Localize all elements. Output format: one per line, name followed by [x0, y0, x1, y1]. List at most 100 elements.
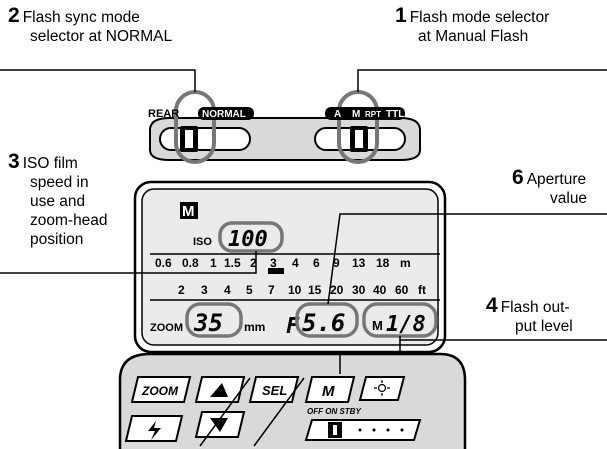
- leader-2: [0, 69, 196, 92]
- callout-1-number: 1: [395, 4, 407, 27]
- meter-scale: 0.6 0.8 1 1.5 2 3 4 6 9 13 18 m: [155, 256, 411, 270]
- m-scale-5: 3: [270, 256, 277, 270]
- callout-1-line-1: Flash mode selector: [409, 9, 550, 26]
- callout-4-line-1: Flash out-: [500, 299, 570, 316]
- m-scale-10: 18: [376, 256, 390, 270]
- iso-highlight-ring: [218, 221, 284, 253]
- zoom-unit: mm: [244, 320, 265, 334]
- callout-2-line-2: selector at NORMAL: [30, 28, 173, 45]
- power-switch-labels: OFF ON STBY: [307, 407, 361, 416]
- ft-scale-5: 10: [288, 283, 302, 297]
- leader-3: [0, 251, 257, 274]
- leader-4-button: [339, 340, 401, 374]
- callout-6-line-2: value: [550, 190, 588, 207]
- callout-4-line-2: put level: [515, 318, 573, 335]
- callout-1-line-2: at Manual Flash: [418, 28, 529, 45]
- lcd-panel: M ISO 100 0.6 0.8 1 1.5 2 3 4 6 9 13 18 …: [133, 180, 447, 354]
- zoom-label: ZOOM: [150, 322, 183, 334]
- callout-2-line-1: Flash sync mode: [22, 9, 140, 26]
- ft-scale-0: 2: [178, 283, 185, 297]
- ft-scale-2: 4: [224, 283, 231, 297]
- callout-3-line-4: zoom-head: [30, 212, 108, 229]
- button-panel: ZOOM SEL M OFF: [118, 352, 467, 449]
- ft-scale-10: 60: [395, 283, 409, 297]
- zoom-position-marker: [268, 268, 284, 274]
- zoom-highlight-ring: [185, 302, 243, 338]
- normal-label: NORMAL: [202, 109, 246, 120]
- m-scale-1: 0.8: [182, 256, 199, 270]
- callout-3-line-1: ISO film: [22, 155, 78, 172]
- mode-a-label: A: [334, 109, 341, 120]
- light-icon: [377, 383, 387, 393]
- up-arrow-icon: [210, 383, 228, 397]
- mode-label-pill: A M RPT TTL: [325, 107, 405, 120]
- m-scale-0: 0.6: [155, 256, 172, 270]
- m-scale-8: 9: [333, 256, 340, 270]
- ft-scale-7: 20: [330, 283, 344, 297]
- aperture-value: 5.6: [302, 309, 345, 337]
- flash-mode-slider[interactable]: [314, 126, 406, 152]
- m-button[interactable]: M: [304, 376, 356, 403]
- mode-rpt-label: RPT: [365, 110, 381, 119]
- power-switch[interactable]: [304, 419, 422, 441]
- sync-mode-slider[interactable]: [159, 126, 251, 152]
- ft-scale-8: 30: [352, 283, 366, 297]
- flash-test-button[interactable]: [124, 415, 184, 442]
- ft-scale-6: 15: [308, 283, 322, 297]
- leader-6: [327, 213, 607, 305]
- sel-button-label: SEL: [262, 383, 287, 398]
- sel-button[interactable]: SEL: [248, 376, 300, 403]
- m-scale-3: 1.5: [224, 256, 241, 270]
- feet-scale: 2 3 4 5 7 10 15 20 30 40 60 ft: [178, 283, 426, 297]
- light-button[interactable]: [358, 376, 406, 401]
- m-scale-4: 2: [250, 256, 257, 270]
- mode-ttl-label: TTL: [386, 109, 404, 120]
- manual-mode-badge-text: M: [182, 203, 195, 220]
- callout-3-line-3: use and: [30, 193, 86, 210]
- top-control-panel: REAR NORMAL A M RPT TTL: [148, 90, 421, 164]
- callout-3-number: 3: [8, 150, 20, 173]
- m-scale-9: 13: [352, 256, 366, 270]
- normal-label-pill: NORMAL: [198, 107, 254, 120]
- output-prefix: M: [372, 318, 383, 333]
- m-scale-11: m: [400, 256, 411, 270]
- up-button[interactable]: [194, 376, 246, 403]
- ft-scale-4: 7: [268, 283, 275, 297]
- mode-m-label: M: [352, 109, 360, 120]
- callout-6-line-1: Aperture: [526, 171, 587, 188]
- ft-scale-1: 3: [201, 283, 208, 297]
- m-scale-7: 6: [313, 256, 320, 270]
- m-button-label: M: [322, 383, 335, 400]
- iso-value: 100: [228, 227, 268, 252]
- callout-4-number: 4: [486, 294, 498, 317]
- zoom-button[interactable]: ZOOM: [130, 376, 192, 403]
- lightning-icon: [148, 421, 161, 440]
- zoom-value: 35: [193, 309, 223, 337]
- down-button[interactable]: [194, 411, 246, 438]
- ft-scale-3: 5: [246, 283, 253, 297]
- callout-3-line-5: position: [30, 231, 84, 248]
- m-scale-2: 1: [210, 256, 217, 270]
- m-scale-6: 4: [292, 256, 299, 270]
- iso-label: ISO: [193, 236, 212, 248]
- manual-mode-badge: M: [180, 202, 198, 220]
- leader-1: [357, 69, 607, 92]
- callout-2-number: 2: [8, 4, 20, 27]
- ft-scale-9: 40: [373, 283, 387, 297]
- rear-label: REAR: [148, 108, 179, 120]
- leader-lines: [0, 69, 607, 374]
- callout-6-number: 6: [512, 166, 524, 189]
- output-value: 1/8: [386, 312, 426, 337]
- ft-scale-11: ft: [418, 283, 426, 297]
- callout-3-line-2: speed in: [30, 174, 89, 191]
- zoom-button-label: ZOOM: [141, 384, 179, 398]
- aperture-highlight-ring: [295, 302, 359, 338]
- down-arrow-icon: [210, 418, 228, 432]
